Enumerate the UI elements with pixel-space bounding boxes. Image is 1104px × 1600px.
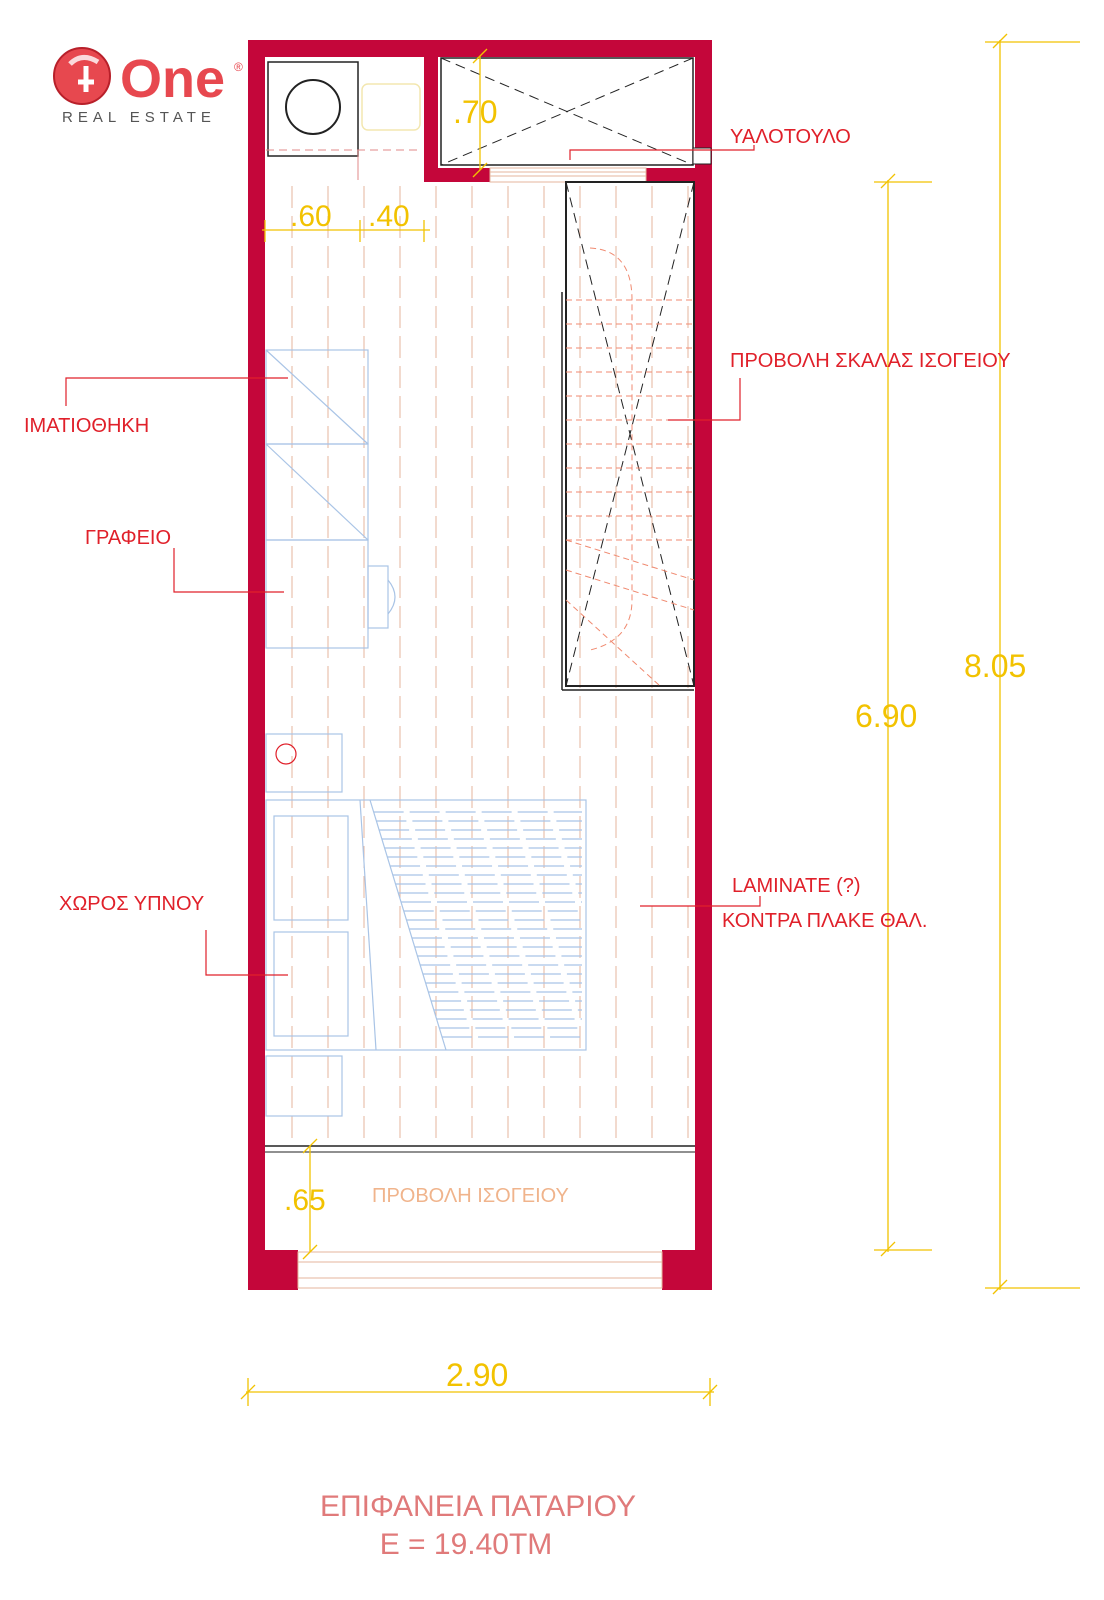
label-desk: ΓΡΑΦΕΙΟ: [85, 527, 171, 549]
logo-name: One: [120, 49, 225, 109]
label-wardrobe: ΙΜΑΤΙΟΘΗΚΗ: [24, 415, 149, 437]
dim-bath-b: .40: [368, 200, 410, 233]
nightstands: [265, 733, 343, 1117]
logo: One ® REAL ESTATE: [53, 47, 243, 126]
plan-area: Ε = 19.40ΤΜ: [380, 1528, 553, 1561]
logo-subtitle: REAL ESTATE: [62, 109, 216, 126]
bathroom: [266, 61, 421, 180]
dim-top-void: .70: [453, 94, 497, 130]
bottom-void: [265, 1145, 695, 1289]
label-stair-projection: ΠΡΟΒΟΛΗ ΣΚΑΛΑΣ ΙΣΟΓΕΙΟΥ: [730, 350, 1011, 372]
dimension-lines: [240, 33, 1080, 1406]
floor-pattern: [291, 186, 689, 1140]
dim-width: 2.90: [446, 1357, 508, 1393]
desk: [265, 539, 396, 649]
wall-right: [695, 40, 712, 1290]
sink-icon: [361, 83, 421, 131]
wall-void-bottom-right: [646, 168, 695, 182]
label-floor-material-2: ΚΟΝΤΡΑ ΠΛΑΚΕ ΘΑΛ.: [722, 910, 927, 932]
label-skylight: ΥΑΛΟΤΟΥΛΟ: [730, 126, 851, 148]
logo-registered: ®: [234, 60, 243, 74]
wall-void-bottom: [424, 168, 490, 182]
plan-title: ΕΠΙΦΑΝΕΙΑ ΠΑΤΑΡΙΟΥ: [320, 1490, 636, 1523]
stair-projection: [561, 181, 695, 691]
dim-mezzanine-height: 6.90: [855, 698, 917, 734]
walls: [248, 40, 712, 1290]
wall-bottom-right: [662, 1250, 712, 1290]
top-void: [440, 57, 712, 183]
wall-top: [248, 40, 712, 57]
dim-total-height: 8.05: [964, 648, 1026, 684]
dim-bath-a: .60: [290, 200, 332, 233]
leader-lines: [65, 145, 761, 976]
label-floor-material-1: LAMINATE (?): [732, 875, 861, 897]
label-sleeping-area: ΧΩΡΟΣ ΥΠΝΟΥ: [59, 893, 204, 915]
wall-bath-divider: [424, 40, 438, 182]
wall-left: [248, 40, 265, 1290]
logo-mark-icon: [53, 47, 111, 105]
shower-tray: [267, 61, 359, 157]
dim-bottom-void: .65: [284, 1184, 326, 1217]
label-ground-projection: ΠΡΟΒΟΛΗ ΙΣΟΓΕΙΟΥ: [372, 1185, 569, 1207]
wall-bottom-left: [248, 1250, 298, 1290]
bed: [265, 799, 587, 1051]
washer-icon: [285, 79, 341, 135]
